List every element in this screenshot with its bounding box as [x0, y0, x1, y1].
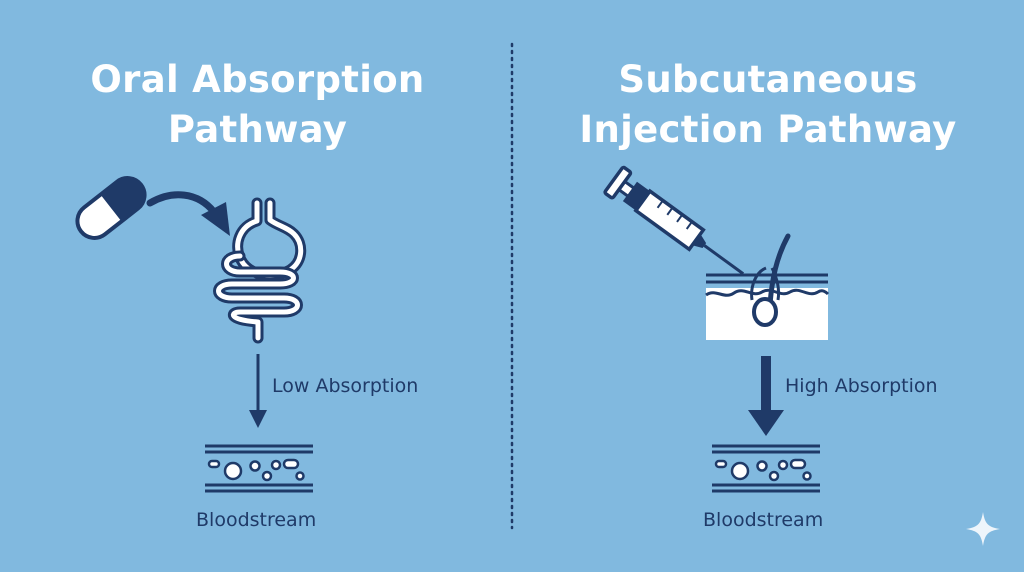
oral-bloodstream-label: Bloodstream	[196, 509, 317, 531]
curved-arrow-icon	[146, 191, 230, 236]
oral-title-line2: Pathway	[167, 108, 348, 151]
thin-down-arrow-icon	[249, 354, 267, 428]
capsule-icon	[75, 176, 147, 240]
oral-absorption-label: Low Absorption	[272, 375, 419, 397]
skin-layer-icon	[705, 233, 830, 340]
subcutaneous-title-line2: Injection Pathway	[579, 108, 957, 151]
subcutaneous-pathway-title: Subcutaneous Injection Pathway	[548, 55, 988, 155]
subcutaneous-bloodstream-label: Bloodstream	[703, 509, 824, 531]
oral-pathway-title: Oral Absorption Pathway	[40, 55, 475, 155]
subcutaneous-absorption-label: High Absorption	[785, 375, 938, 397]
subcutaneous-title-line1: Subcutaneous	[618, 58, 918, 101]
blood-vessel-icon	[205, 444, 313, 493]
digestive-system-icon	[213, 197, 307, 344]
syringe-icon	[603, 165, 745, 275]
sparkle-icon	[966, 512, 1000, 546]
thick-down-arrow-icon	[748, 356, 784, 436]
oral-title-line1: Oral Absorption	[90, 58, 425, 101]
blood-vessel-icon	[712, 444, 820, 493]
